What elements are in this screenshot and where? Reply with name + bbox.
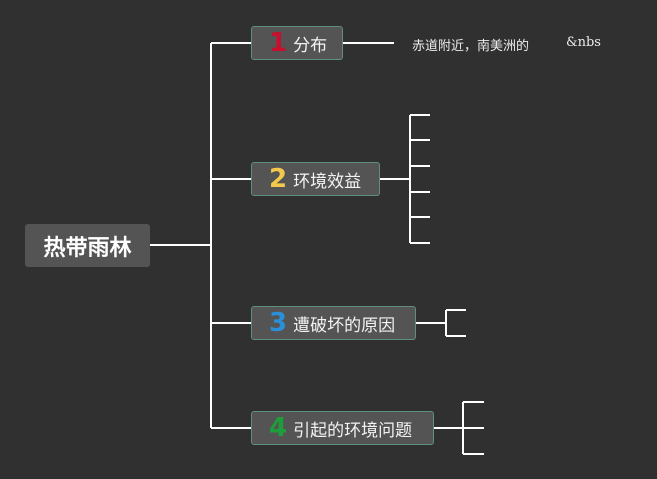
- branch-node-destruction-causes[interactable]: 3 遭破坏的原因: [251, 306, 416, 340]
- branch-1-label: 分布: [293, 35, 328, 56]
- branch-2-number: 2: [269, 164, 288, 194]
- leaf-1-suffix: &nbs: [566, 35, 601, 50]
- branch-node-environmental-benefits[interactable]: 2 环境效益: [251, 162, 380, 196]
- branch-2-label: 环境效益: [293, 171, 362, 192]
- root-label: 热带雨林: [43, 235, 132, 261]
- branch-3-label: 遭破坏的原因: [293, 315, 396, 336]
- branch-node-environmental-problems[interactable]: 4 引起的环境问题: [251, 411, 434, 445]
- root-node[interactable]: 热带雨林: [25, 224, 150, 267]
- branch-1-number: 1: [269, 28, 288, 58]
- branch-node-distribution[interactable]: 1 分布: [251, 26, 343, 60]
- branch-4-number: 4: [269, 413, 288, 443]
- leaf-1-text[interactable]: 赤道附近，南美洲的: [412, 39, 530, 54]
- branch-3-number: 3: [269, 308, 288, 338]
- branch-4-label: 引起的环境问题: [293, 420, 413, 441]
